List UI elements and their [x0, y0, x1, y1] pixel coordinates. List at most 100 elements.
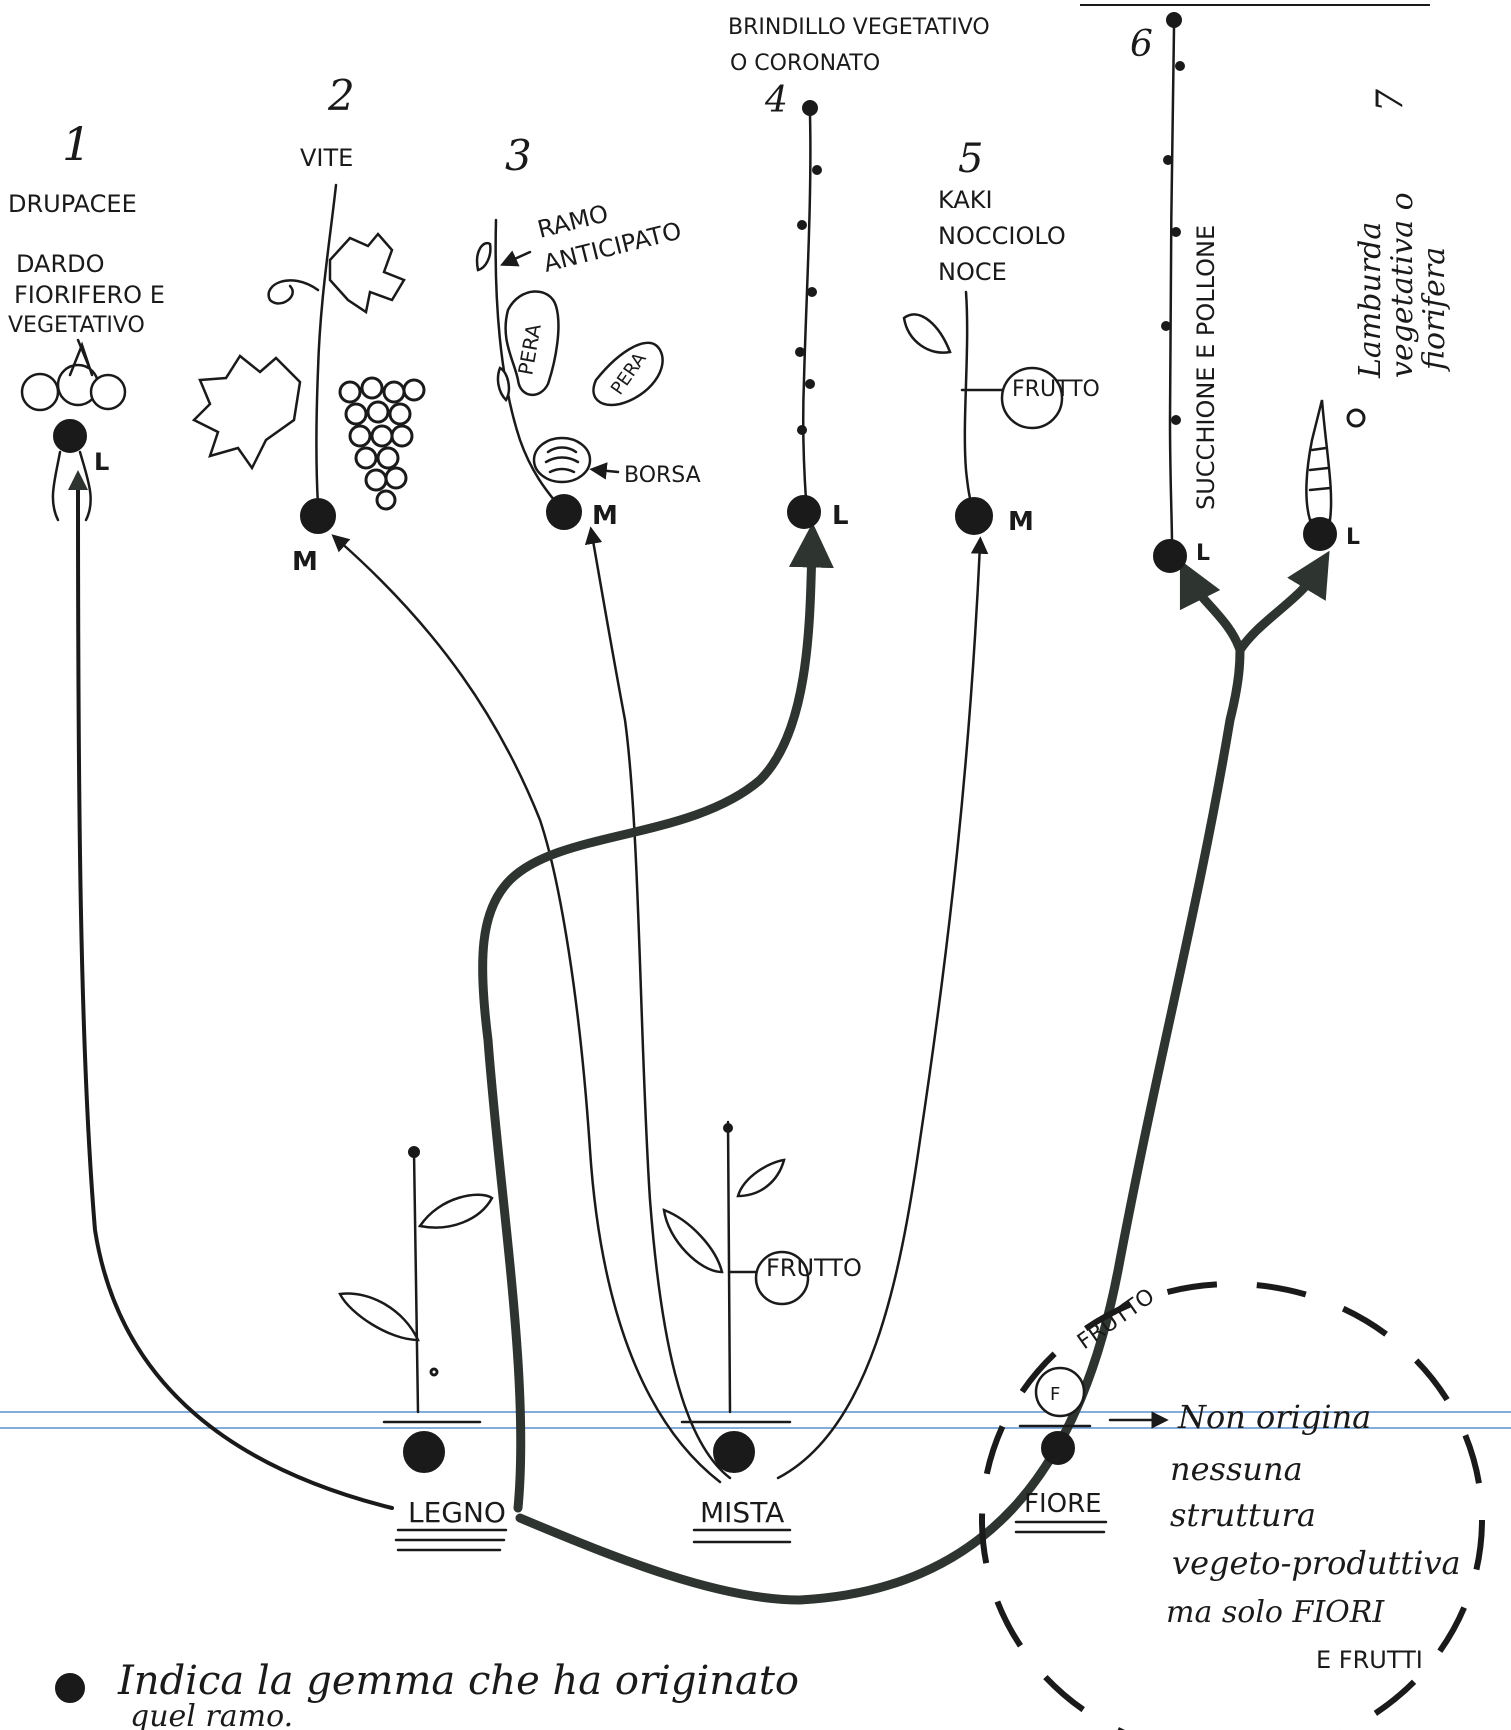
branch-4-bud-letter: L	[832, 501, 849, 531]
branch-2-vite: 2 VITE M	[191, 71, 426, 577]
branch-5-title-line-3: NOCE	[938, 258, 1007, 286]
branch-7-title-line-3: fiorifera	[1417, 247, 1452, 372]
branch-6-bud-letter: L	[1196, 541, 1210, 566]
mixed-bud-group: FRUTTO MISTA	[662, 1120, 862, 1544]
branch-5-fruit-label: FRUTTO	[1012, 377, 1100, 402]
branch-1-drupacee: 1 DRUPACEE DARDO FIORIFERO E VEGETATIVO …	[8, 117, 165, 522]
branch-4-number: 4	[764, 80, 788, 121]
branch-1-stem	[51, 450, 92, 522]
wood-bud-small-node	[429, 1367, 439, 1377]
branch-6-lateral-bud	[1171, 415, 1181, 425]
borsa-lines	[544, 446, 580, 474]
arrow-legno-to-4	[478, 522, 834, 1513]
branch-4-brindillo: BRINDILLO VEGETATIVO O CORONATO 4 L	[728, 15, 990, 531]
branch-6-bud	[1153, 539, 1187, 573]
flower-bud	[1041, 1431, 1075, 1465]
wood-bud-leaf-lower	[338, 1292, 420, 1342]
branch-2-shoot	[315, 183, 338, 507]
branch-4-lateral-bud	[805, 379, 815, 389]
flower-bud-fruit-letter: F	[1050, 1384, 1060, 1405]
branch-3-number: 3	[505, 131, 532, 180]
lamburda-rings	[1308, 446, 1332, 492]
mixed-bud-fruit-icon	[754, 1250, 810, 1306]
legend-line-1: Indica la gemma che ha originato	[117, 1658, 799, 1704]
branch-4-lateral-bud	[807, 287, 817, 297]
arrow-mista-to-2	[331, 534, 722, 1484]
branch-6-succhione: 6 SUCCHIONE E POLLONE L	[1130, 12, 1220, 573]
branch-3-top-leaf	[475, 241, 492, 272]
dart-spike-icon	[68, 341, 94, 377]
branch-2-title: VITE	[300, 144, 353, 172]
arrow-mista-to-3	[584, 526, 732, 1480]
branch-5-fruit-icon	[1000, 366, 1064, 430]
branch-3-bud	[546, 494, 582, 530]
branch-5-kaki: 5 KAKI NOCCIOLO NOCE FRUTTO M	[902, 136, 1100, 537]
mixed-bud-shoot	[726, 1120, 732, 1414]
branch-3-bud-letter: M	[592, 501, 618, 531]
wood-bud	[403, 1431, 445, 1473]
branch-3-pomacee: 3 RAMO ANTICIPATO PERA PERA BORSA M	[475, 131, 701, 531]
branch-7-title-line-1: Lamburda	[1353, 222, 1388, 379]
arrow-mista-to-5	[776, 536, 989, 1480]
branch-4-apex-bud	[802, 100, 818, 116]
branch-1-title-line-2: DARDO	[16, 250, 105, 278]
vine-tendril-icon	[267, 279, 320, 305]
branch-6-title: SUCCHIONE E POLLONE	[1192, 225, 1220, 510]
wood-bud-leaf-upper	[417, 1193, 494, 1229]
flower-note-line-2: nessuna	[1170, 1450, 1303, 1488]
branch-5-title-line-2: NOCCIOLO	[938, 222, 1066, 250]
arrow-fork-to-7	[1235, 550, 1330, 655]
flower-note-line-5: ma solo FIORI	[1166, 1595, 1385, 1630]
branch-5-title-line-1: KAKI	[938, 186, 993, 214]
branch-1-bud-letter: L	[94, 448, 109, 476]
flower-note-line-3: struttura	[1170, 1496, 1316, 1534]
wood-bud-apex	[408, 1146, 420, 1158]
branch-7-bud	[1303, 517, 1337, 551]
arrow-legno-to-1	[68, 470, 394, 1510]
grape-cluster-icon	[338, 376, 426, 511]
branch-5-shoot	[963, 290, 974, 508]
branch-5-bud-letter: M	[1008, 507, 1034, 537]
branch-6-lateral-bud	[1163, 155, 1173, 165]
branch-3-borsa-pointer	[589, 462, 620, 480]
branch-5-number: 5	[958, 136, 983, 182]
pear-leaf-icon	[496, 366, 511, 403]
flower-bud-label: FIORE	[1024, 1489, 1102, 1519]
branch-3-pointer	[500, 250, 532, 267]
branch-2-number: 2	[327, 71, 355, 120]
mixed-bud-label: MISTA	[700, 1496, 784, 1529]
branch-1-title-line-3: FIORIFERO E	[14, 281, 165, 309]
vine-leaf-icon	[328, 232, 406, 315]
branch-2-bud-letter: M	[292, 547, 318, 577]
arrow-fork-to-6	[1179, 559, 1245, 655]
branch-7-title-line-2: vegetativa o	[1385, 192, 1420, 378]
branch-4-lateral-bud	[795, 347, 805, 357]
flower-note-line-4: vegeto-produttiva	[1172, 1544, 1461, 1582]
vine-leaf-icon	[191, 354, 302, 471]
mixed-bud-apex	[723, 1123, 733, 1133]
branch-6-apex-bud	[1166, 12, 1182, 28]
branch-1-title-line-1: DRUPACEE	[8, 190, 137, 218]
flower-bud-fruit-icon	[1034, 1366, 1086, 1418]
legend: Indica la gemma che ha originato quel ra…	[55, 1658, 799, 1730]
branch-3-shoot	[494, 218, 564, 512]
mixed-bud-underline	[692, 1528, 792, 1544]
wood-bud-shoot	[412, 1150, 420, 1414]
branch-6-lateral-bud	[1161, 321, 1171, 331]
mixed-bud	[713, 1431, 755, 1473]
branch-4-bud	[787, 495, 821, 529]
branch-1-number: 1	[62, 117, 91, 171]
flower-bud-underline	[1014, 1520, 1108, 1534]
branch-7-number: 7	[1370, 89, 1411, 112]
branch-4-title-line-1: BRINDILLO VEGETATIVO	[728, 15, 990, 40]
branch-7-lamburda: 7 Lamburda vegetativa o fiorifera L	[1303, 89, 1452, 551]
flower-bud-dashed-outline	[979, 1281, 1485, 1730]
mixed-bud-leaf-lower	[662, 1208, 724, 1274]
branch-4-lateral-bud	[812, 165, 822, 175]
pear-fruit-b-icon	[592, 341, 664, 407]
branch-4-lateral-bud	[797, 220, 807, 230]
branch-4-shoot	[801, 113, 812, 502]
branch-4-title-line-2: O CORONATO	[730, 51, 880, 76]
branch-4-lateral-bud	[797, 425, 807, 435]
